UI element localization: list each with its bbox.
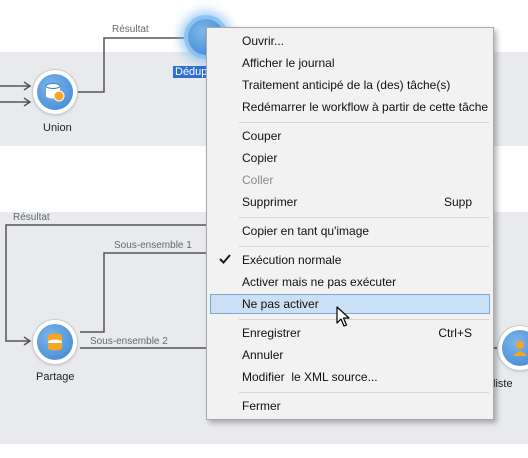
partage-node[interactable] [33,320,77,364]
wire-label-subset-2: Sous-ensemble 2 [90,336,168,347]
context-menu: Ouvrir... Afficher le journal Traitement… [206,27,494,420]
dedup-node-label: Dédup [173,66,210,78]
partage-node-label: Partage [36,371,75,383]
menu-item-label: Annuler [242,348,284,362]
menu-item-restart-workflow[interactable]: Redémarrer le workflow à partir de cette… [210,97,490,117]
menu-separator [239,122,489,123]
database-icon [37,324,73,360]
menu-item-label: Couper [242,129,282,143]
menu-separator [239,246,489,247]
menu-item-open[interactable]: Ouvrir... [210,31,490,51]
menu-item-label: Redémarrer le workflow à partir de cette… [242,100,489,114]
wire-label-subset-1: Sous-ensemble 1 [114,240,192,251]
menu-item-label: Afficher le journal [242,56,335,70]
menu-item-enable-no-run[interactable]: Activer mais ne pas exécuter [210,272,490,292]
menu-item-early-processing[interactable]: Traitement anticipé de la (des) tâche(s) [210,75,490,95]
union-node[interactable] [33,70,77,114]
menu-item-disable[interactable]: Ne pas activer [210,294,490,314]
menu-item-label: Copier en tant qu'image [242,224,370,238]
cursor-arrow-icon [336,306,350,333]
menu-item-close[interactable]: Fermer [210,396,490,416]
menu-item-paste: Coller [210,170,490,190]
menu-item-label: Coller [242,173,274,187]
menu-item-normal-execution[interactable]: Exécution normale [210,250,490,270]
union-node-label: Union [43,122,72,134]
menu-item-label: Fermer [242,399,281,413]
menu-item-label: Supprimer [242,195,298,209]
menu-separator [239,392,489,393]
menu-item-label: Ne pas activer [242,297,319,311]
menu-item-label: Enregistrer [242,326,301,340]
menu-item-copy-as-image[interactable]: Copier en tant qu'image [210,221,490,241]
menu-item-label: Modifier le XML source... [242,370,378,384]
liste-node[interactable] [498,326,528,370]
menu-item-delete[interactable]: Supprimer Supp [210,192,490,212]
database-icon [37,74,73,110]
menu-item-label: Copier [242,151,278,165]
liste-node-label: liste [493,378,513,390]
menu-item-show-log[interactable]: Afficher le journal [210,53,490,73]
menu-item-save[interactable]: Enregistrer Ctrl+S [210,323,490,343]
menu-separator [239,217,489,218]
menu-item-label: Traitement anticipé de la (des) tâche(s) [242,78,451,92]
menu-separator [239,319,489,320]
checkmark-icon [218,252,232,269]
menu-item-copy[interactable]: Copier [210,148,490,168]
menu-item-edit-xml[interactable]: Modifier le XML source... [210,367,490,387]
menu-item-label: Ouvrir... [242,34,285,48]
wire-label-resultat-top: Résultat [112,24,149,35]
wire-label-resultat-mid: Résultat [13,212,50,223]
menu-item-label: Exécution normale [242,253,342,267]
menu-item-cut[interactable]: Couper [210,126,490,146]
person-icon [502,330,528,366]
menu-item-shortcut: Ctrl+S [438,326,472,340]
menu-item-cancel[interactable]: Annuler [210,345,490,365]
menu-item-shortcut: Supp [443,195,472,209]
menu-item-label: Activer mais ne pas exécuter [242,275,397,289]
